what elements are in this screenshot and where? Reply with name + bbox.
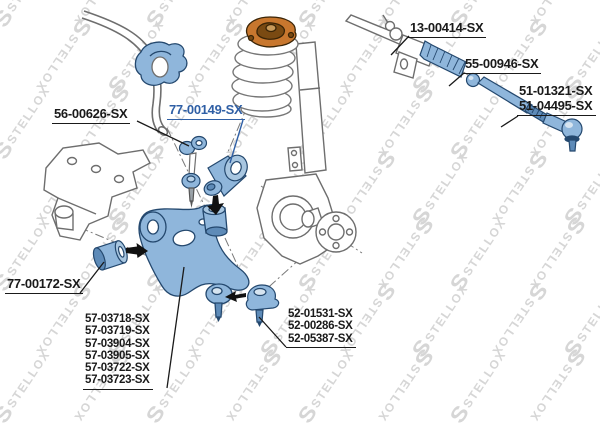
- label-steering-bellow: 13-00414-SX: [408, 20, 487, 38]
- stabilizer-link-drawing: [178, 135, 208, 208]
- arm-rear-bushing-drawing: [203, 154, 248, 197]
- strut-drawing: [287, 41, 327, 174]
- stellox-logo-icon: S: [445, 401, 474, 428]
- part-number: 57-03722-SX: [85, 362, 150, 375]
- tie-rod-end-drawing: [542, 112, 583, 152]
- label-stabilizer-link: 56-00626-SX: [52, 106, 131, 124]
- strut-top-mount-drawing: [245, 16, 297, 48]
- steering-bellow-drawing: [419, 40, 467, 78]
- steering-knuckle-drawing: [256, 173, 337, 265]
- label-inner-tie-rod: 55-00946-SX: [463, 56, 542, 74]
- highlighted-leader-line: [229, 119, 244, 164]
- part-number: 51-01321-SX: [519, 83, 593, 98]
- subframe-drawing: [43, 142, 151, 241]
- label-highlighted-arm-bushing: 77-00149-SX: [167, 102, 246, 120]
- assembly-arrows: [126, 195, 246, 302]
- diagram-artwork: [43, 10, 583, 389]
- part-number: 57-03723-SX: [85, 374, 150, 387]
- leader-lines: [79, 35, 519, 389]
- stellox-logo-icon: S: [141, 401, 170, 428]
- arm-front-bushing-drawing: [92, 240, 128, 271]
- part-number: 52-01531-SX: [288, 308, 353, 320]
- part-number: 57-03904-SX: [85, 337, 150, 350]
- stellox-logo-icon: S: [0, 401, 18, 428]
- part-number: 57-03719-SX: [85, 325, 150, 338]
- ball-joint-drawing: [245, 284, 280, 327]
- wheel-hub-drawing: [301, 207, 357, 253]
- part-number: 52-00286-SX: [288, 320, 353, 333]
- stellox-logo-icon: S: [293, 401, 322, 428]
- label-arm-front-bushing: 77-00172-SX: [5, 276, 84, 294]
- part-number: 57-03905-SX: [85, 349, 150, 362]
- part-number: 52-05387-SX: [288, 332, 353, 345]
- inner-tie-rod-drawing: [465, 72, 550, 124]
- stabilizer-clamp-drawing: [134, 41, 188, 86]
- part-number: 51-04495-SX: [519, 97, 593, 113]
- control-arm-drawing: [138, 203, 250, 322]
- part-number: 57-03718-SX: [85, 313, 150, 325]
